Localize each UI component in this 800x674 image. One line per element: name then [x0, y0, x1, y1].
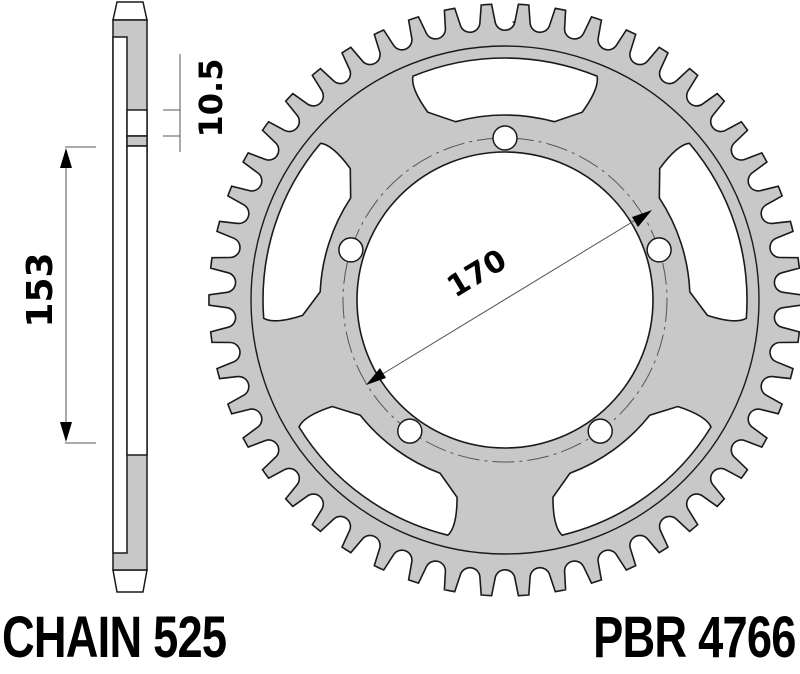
- chain-size-label: CHAIN 525: [2, 605, 227, 670]
- dimension-thickness: 10.5: [163, 54, 230, 152]
- bolt-hole: [397, 418, 423, 444]
- lightening-window: [658, 142, 748, 322]
- side-tooth-top: [112, 1, 148, 21]
- dimension-thickness-label: 10.5: [192, 59, 230, 138]
- dimension-hub-height: 153: [20, 146, 96, 444]
- lightening-window: [262, 142, 352, 322]
- lightening-windows: [262, 57, 748, 537]
- arrow-up-icon: [60, 148, 72, 168]
- arrow-down-icon: [60, 422, 72, 442]
- side-inner-plate: [112, 36, 128, 554]
- bolt-hole: [587, 418, 613, 444]
- side-hub-band: [126, 135, 148, 147]
- dimension-hub-height-label: 153: [20, 252, 61, 327]
- bolt-hole: [646, 237, 672, 263]
- part-number-label: PBR 4766: [593, 605, 797, 670]
- arrow-upper-icon: [632, 210, 652, 227]
- arrow-lower-icon: [366, 368, 386, 385]
- bolt-hole: [338, 237, 364, 263]
- sprocket-front-view: [208, 3, 800, 597]
- side-hub-bore: [126, 145, 148, 456]
- bolt-holes: [338, 125, 672, 444]
- lightening-window: [298, 405, 458, 537]
- bolt-hole: [492, 125, 518, 151]
- side-profile: [112, 1, 148, 593]
- side-hub-slot-upper: [126, 109, 148, 137]
- sprocket-rim-line: [250, 45, 760, 555]
- side-tooth-bottom: [112, 569, 148, 593]
- lightening-window: [411, 57, 599, 123]
- lightening-window: [552, 405, 712, 537]
